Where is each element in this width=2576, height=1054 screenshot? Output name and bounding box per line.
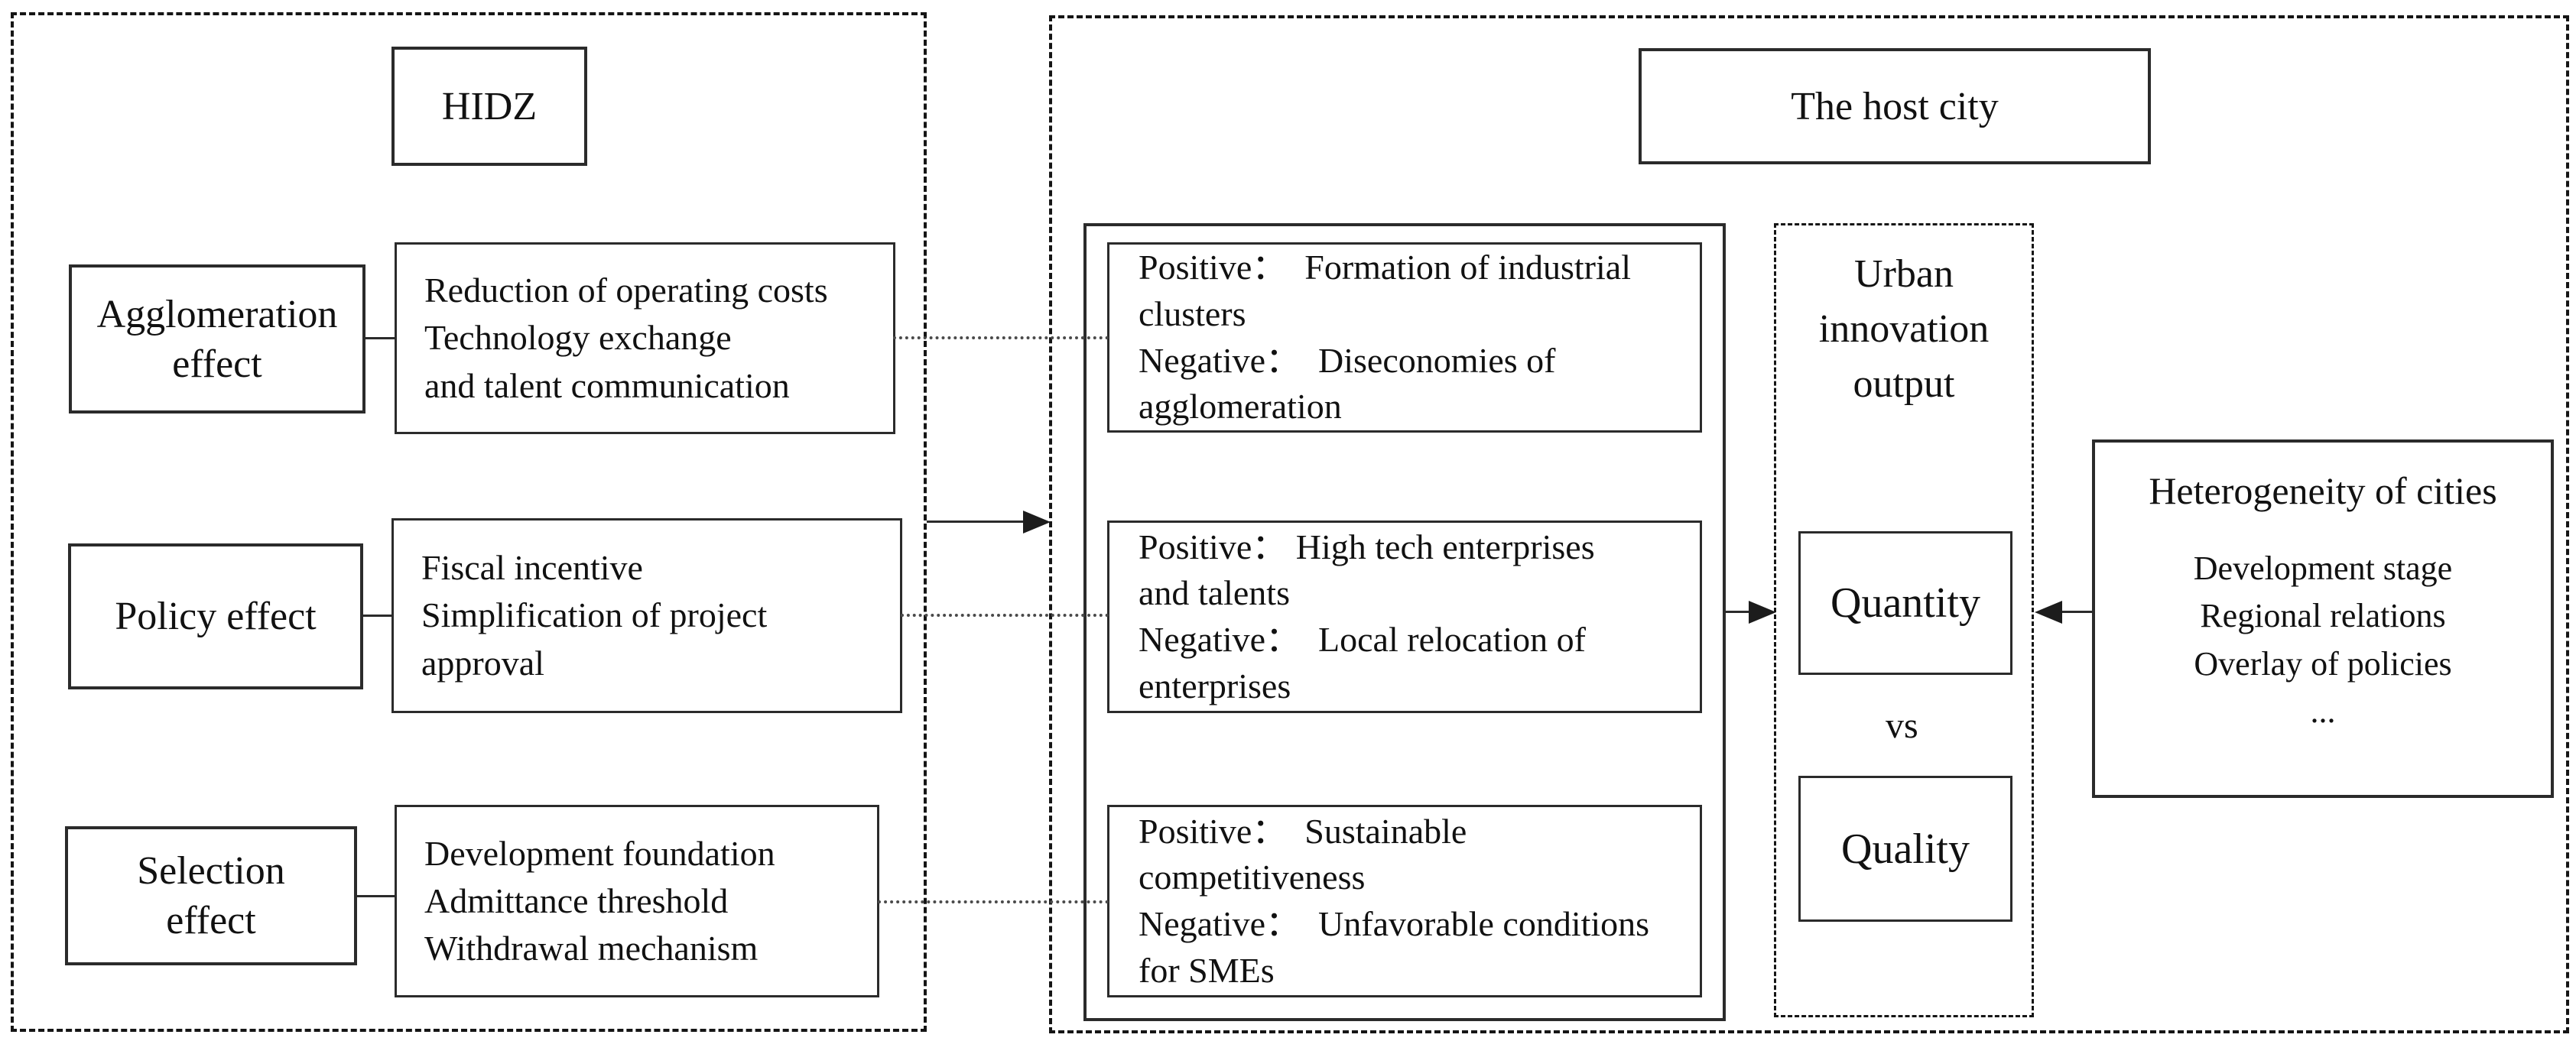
urban-innovation-output-box: Urban innovation output [1774,223,2034,1017]
dotted-line-policy [901,614,1109,617]
urban-innovation-title: Urban innovation output [1818,252,1990,406]
vs-label: vs [1886,705,1918,746]
selection-effect-label: Selection effect [137,849,285,942]
quantity-box: Quantity [1798,531,2012,675]
impact-box-policy: Positive： High tech enterprises and tale… [1107,521,1702,713]
host-city-title: The host city [1791,84,1999,128]
agglomeration-effect-box: Agglomeration effect [69,264,365,413]
impact-text-agglomeration: Positive： Formation of industrial cluste… [1139,248,1631,426]
selection-desc-box: Development foundation Admittance thresh… [395,805,879,997]
arrow-heterogeneity-to-output-line [2062,611,2093,613]
policy-effect-box: Policy effect [68,543,363,689]
heterogeneity-box: Heterogeneity of cities Development stag… [2092,439,2554,798]
connector-agglomeration [364,337,396,339]
policy-desc-box: Fiscal incentive Simplification of proje… [391,518,902,713]
quality-box: Quality [1798,776,2012,922]
impact-box-selection: Positive： Sustainable competitiveness Ne… [1107,805,1702,997]
selection-effect-box: Selection effect [65,826,357,965]
arrow-hidz-to-hostcity-line [927,521,1025,523]
host-city-container [1049,15,2569,1033]
dotted-line-agglomeration [893,336,1109,339]
agglomeration-desc-box: Reduction of operating costs Technology … [395,242,895,434]
hidz-title-box: HIDZ [391,47,587,166]
hidz-title: HIDZ [441,84,538,128]
host-city-title-box: The host city [1639,48,2151,164]
heterogeneity-items: Development stage Regional relations Ove… [2193,550,2453,731]
heterogeneity-title: Heterogeneity of cities [2149,469,2497,512]
dotted-line-selection [878,900,1109,903]
impact-text-selection: Positive： Sustainable competitiveness Ne… [1139,811,1650,990]
connector-selection [356,895,396,897]
arrow-heterogeneity-to-output-head [2035,601,2062,624]
impact-text-policy: Positive： High tech enterprises and tale… [1139,527,1595,705]
selection-desc-text: Development foundation Admittance thresh… [424,833,775,968]
arrow-hidz-to-hostcity-head [1023,511,1051,533]
quality-label: Quality [1841,825,1970,873]
impact-box-agglomeration: Positive： Formation of industrial cluste… [1107,242,1702,433]
arrow-impacts-to-output-line [1726,611,1750,613]
arrow-impacts-to-output-head [1749,601,1776,624]
connector-policy [362,615,393,617]
policy-desc-text: Fiscal incentive Simplification of proje… [421,548,768,683]
policy-effect-label: Policy effect [115,595,317,638]
agglomeration-effect-label: Agglomeration effect [96,292,338,386]
quantity-label: Quantity [1830,579,1980,627]
agglomeration-desc-text: Reduction of operating costs Technology … [424,271,828,405]
hidz-container [11,12,927,1032]
